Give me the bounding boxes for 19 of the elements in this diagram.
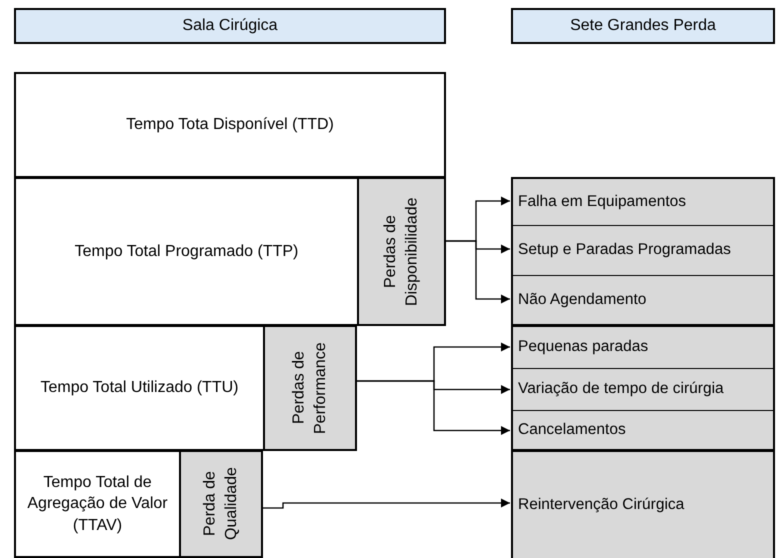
loss-row: Não Agendamento <box>511 275 775 326</box>
loss-row: Cancelamentos <box>511 410 775 451</box>
arrow <box>357 380 510 435</box>
header-bar: Sala Cirúgica <box>14 8 446 44</box>
loss-row: Reintervenção Cirúrgica <box>511 450 775 558</box>
loss-box: Perdas de Disponibilidade <box>357 177 446 326</box>
loss-row: Variação de tempo de cirúrgia <box>511 368 775 411</box>
time-box: Tempo Total de Agregação de Valor (TTAV) <box>14 450 181 558</box>
time-box: Tempo Total Programado (TTP) <box>14 177 359 326</box>
time-box: Tempo Tota Disponível (TTD) <box>14 72 446 178</box>
loss-row: Setup e Paradas Programadas <box>511 225 775 276</box>
time-box: Tempo Total Utilizado (TTU) <box>14 325 265 451</box>
loss-row: Pequenas paradas <box>511 325 775 369</box>
loss-box: Perdas de Performance <box>263 325 357 451</box>
loss-box: Perda de Qualidade <box>179 450 263 558</box>
arrow <box>446 240 510 304</box>
header-bar: Sete Grandes Perda <box>511 8 775 44</box>
arrow <box>263 498 510 509</box>
loss-row: Falha em Equipamentos <box>511 177 775 226</box>
